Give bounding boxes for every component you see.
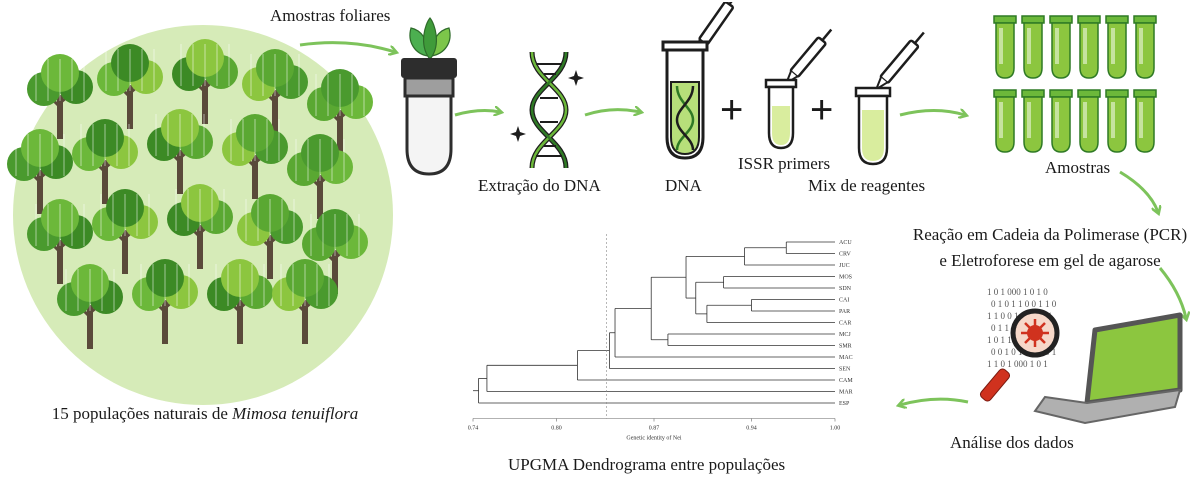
dendrogram-leaf-label: ACU [839, 240, 852, 246]
tree-icon [242, 49, 308, 134]
dna-helix-icon [510, 51, 584, 169]
pcr-line-1: Reação em Cadeia da Polimerase (PCR) [912, 225, 1188, 244]
binary-row: 0 1 0 1 1 0 0 1 1 0 [991, 299, 1057, 309]
sample-tube [1105, 89, 1129, 153]
tree-icon [207, 259, 273, 344]
sample-tube [1021, 15, 1045, 79]
sample-tube [1077, 15, 1101, 79]
arrow-pcr-to-analysis [1158, 267, 1186, 318]
plus-sign-1: + [720, 88, 744, 132]
dna-tube-icon [661, 2, 739, 160]
dendrogram-tick-label: 0.87 [649, 426, 660, 432]
tree-icon [307, 69, 373, 154]
arrow-forest-to-tube [299, 41, 395, 52]
samples-label: Amostras [1045, 158, 1111, 177]
tree-icon [97, 44, 163, 129]
tree-icon [272, 259, 338, 344]
reagent-mix-label: Mix de reagentes [808, 176, 926, 195]
leaf-tube-icon [401, 17, 457, 176]
pcr-line-2: e Eletroforese em gel de agarose [939, 251, 1161, 270]
dna-label: DNA [665, 176, 702, 195]
dendrogram-title: UPGMA Dendrograma entre populações [508, 455, 786, 474]
tree-icon [27, 54, 93, 139]
species-name: Mimosa tenuiflora [232, 404, 359, 423]
sample-tube [1105, 15, 1129, 79]
sample-tube [1133, 89, 1157, 153]
issr-primers-label: ISSR primers [738, 154, 831, 173]
laptop-base [1033, 388, 1182, 425]
dendrogram-leaf-label: MAR [839, 390, 853, 396]
dendrogram-leaf-label: SDN [839, 286, 852, 292]
dendrogram-leaf-label: MCJ [839, 332, 851, 338]
sample-tubes [993, 15, 1157, 153]
dna-extraction-label: Extração do DNA [478, 176, 601, 195]
dendrogram-tick-label: 0.74 [468, 426, 479, 432]
dendrogram-leaf-label: MAC [839, 355, 853, 361]
tree-group [7, 39, 373, 349]
populations-prefix: 15 populações naturais de [51, 404, 233, 423]
dendrogram-leaf-label: CAR [839, 321, 851, 327]
tree-icon [302, 209, 368, 294]
tree-icon [287, 134, 353, 219]
tree-icon [57, 264, 123, 349]
dendrogram-leaf-label: PAR [839, 309, 850, 315]
plus-sign-2: + [810, 88, 834, 132]
data-analysis-illustration: 1 0 1 000 1 0 1 0 0 1 0 1 1 0 0 1 1 0 1 1 … [979, 287, 1183, 425]
tree-icon [72, 119, 138, 204]
sample-tube [1077, 89, 1101, 153]
sample-tube [1049, 15, 1073, 79]
populations-caption: 15 populações naturais de Mimosa tenuifl… [20, 404, 390, 424]
arrow-tube-to-extraction [454, 111, 500, 115]
sample-tube [993, 15, 1017, 79]
reagent-mix-tube-icon [854, 31, 925, 166]
dendrogram-leaf-label: ESP [839, 401, 850, 407]
sample-tube [1021, 89, 1045, 153]
sample-tube [1133, 15, 1157, 79]
tree-icon [167, 184, 233, 269]
dendrogram-leaf-label: JUC [839, 263, 850, 269]
tree-icon [222, 114, 288, 199]
tree-icon [132, 259, 198, 344]
magnifier-icon [979, 308, 1060, 402]
pcr-description: Reação em Cadeia da Polimerase (PCR) e E… [905, 222, 1195, 274]
dendrogram-leaf-label: SMR [839, 344, 852, 350]
arrow-extraction-to-dna [584, 110, 640, 115]
tree-icon [7, 129, 73, 214]
tree-icon [147, 109, 213, 194]
arrow-mix-to-samples [899, 111, 965, 116]
samples-tube-grid [993, 15, 1157, 153]
tree-icon [237, 194, 303, 279]
binary-row: 1 0 1 000 1 0 1 0 [987, 287, 1048, 297]
primers-tube-icon [764, 28, 833, 150]
arrow-analysis-to-dendrogram [900, 397, 969, 405]
sample-tube [1049, 89, 1073, 153]
forest-illustration [7, 25, 393, 405]
dendrogram-leaf-label: CRV [839, 252, 852, 258]
laptop-screen [1084, 312, 1183, 406]
dendrogram-xlabel: Genetic identity of Nei [626, 435, 681, 442]
dendrogram-tick-label: 0.80 [551, 426, 562, 432]
upgma-dendrogram: ACU CRV JUC MOS SDN CAI PAR CAR MCJ SMR MAC SEN CAM M… [468, 234, 853, 442]
data-analysis-label: Análise dos dados [950, 433, 1074, 452]
sample-tube [993, 89, 1017, 153]
dendrogram-tick-label: 0.94 [746, 426, 757, 432]
tree-icon [27, 199, 93, 284]
dendrogram-leaf-label: SEN [839, 367, 851, 373]
binary-row: 1 1 0 1 000 1 0 1 [987, 359, 1048, 369]
dendrogram-leaf-label: CAI [839, 298, 849, 304]
dendrogram-leaf-label: MOS [839, 275, 852, 281]
arrow-samples-to-pcr [1119, 170, 1158, 212]
dendrogram-leaf-label: CAM [839, 378, 853, 384]
tree-icon [172, 39, 238, 124]
tree-icon [92, 189, 158, 274]
leaf-samples-label: Amostras foliares [270, 6, 391, 25]
dendrogram-tick-label: 1.00 [830, 426, 841, 432]
